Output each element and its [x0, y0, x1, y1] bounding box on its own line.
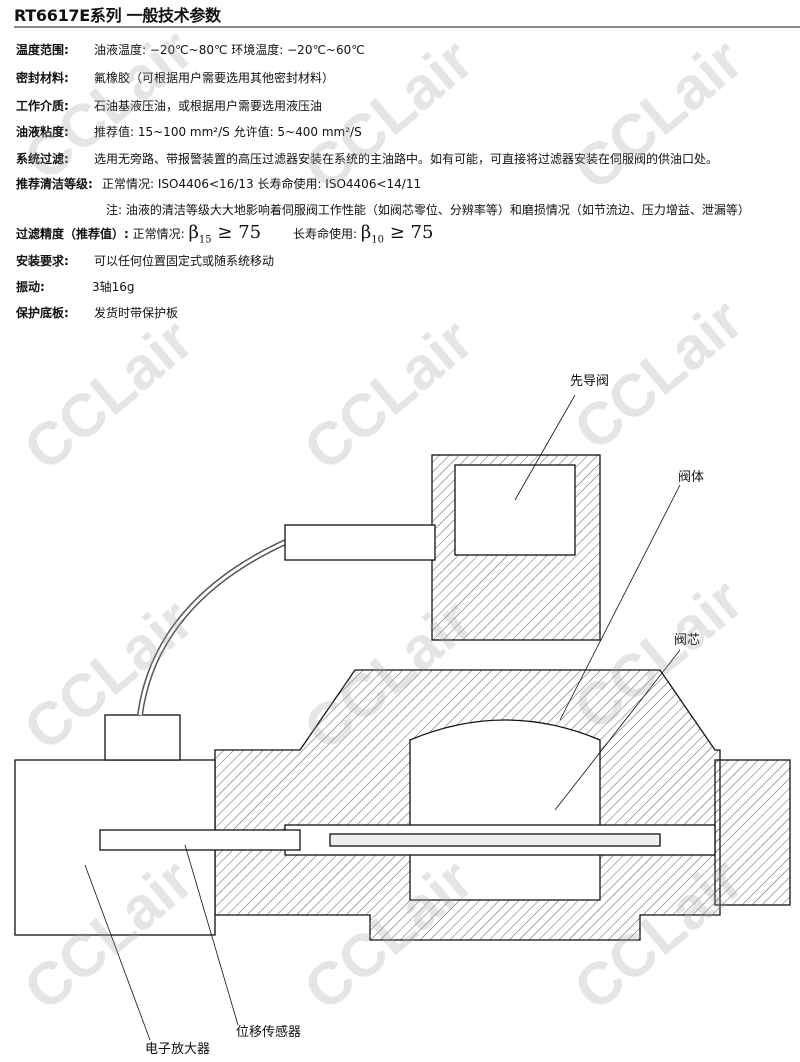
spec-row-protection: 保护底板: 发货时带保护板 [16, 304, 178, 321]
beta-value: ≥ 75 [217, 222, 262, 243]
normal-label: 正常情况: [132, 227, 185, 241]
cable [137, 537, 292, 716]
title-divider [14, 26, 800, 28]
spec-value: 推荐值: 15~100 mm²/S 允许值: 5~400 mm²/S [94, 125, 362, 139]
long-life-label: 长寿命使用: [292, 227, 357, 241]
callout-valve-body: 阀体 [678, 470, 705, 485]
spec-value: 发货时带保护板 [94, 306, 179, 320]
spec-label: 工作介质: [16, 99, 69, 113]
spec-row-seal: 密封材料: 氟橡胶（可根据用户需要选用其他密封材料） [16, 69, 334, 86]
callout-pilot-valve: 先导阀 [570, 374, 610, 389]
long-life-beta: β10 ≥ 75 [360, 222, 434, 246]
spool [329, 833, 661, 847]
spec-value: 选用无旁路、带报警装置的高压过滤器安装在系统的主油路中。如有可能，可直接将过滤器… [94, 152, 719, 166]
spec-label: 密封材料: [16, 71, 69, 85]
spec-value: 可以任何位置固定式或随系统移动 [94, 254, 275, 268]
end-cap [714, 759, 791, 906]
leader-spool [554, 649, 681, 811]
spec-row-installation: 安装要求: 可以任何位置固定式或随系统移动 [16, 252, 274, 269]
spec-value: 石油基液压油，或根据用户需要选用液压油 [94, 99, 323, 113]
beta-symbol: β [360, 222, 372, 243]
electrical-connector [104, 714, 181, 761]
cable-gland [284, 524, 436, 561]
leader-sensor [184, 844, 239, 1026]
page-title: RT6617E系列 一般技术参数 [14, 6, 221, 25]
valve-cross-section-drawing [14, 394, 791, 1041]
spec-label: 保护底板: [16, 306, 69, 320]
callout-spool: 阀芯 [674, 633, 701, 648]
beta-value: ≥ 75 [389, 222, 434, 243]
spec-value: 氟橡胶（可根据用户需要选用其他密封材料） [94, 71, 335, 85]
torque-motor [454, 464, 576, 556]
normal-beta: β15 ≥ 75 [188, 222, 262, 246]
note-text: 注: 油液的清洁等级大大地影响着伺服阀工作性能（如阀芯零位、分辨率等）和磨损情况… [106, 203, 750, 217]
spec-row-viscosity: 油液粘度: 推荐值: 15~100 mm²/S 允许值: 5~400 mm²/S [16, 123, 362, 140]
leader-pilot [514, 394, 576, 501]
leader-amplifier [84, 864, 151, 1041]
spec-row-filtration: 系统过滤: 选用无旁路、带报警装置的高压过滤器安装在系统的主油路中。如有可能，可直… [16, 150, 718, 167]
beta-sub: 15 [198, 234, 212, 246]
spec-note: 注: 油液的清洁等级大大地影响着伺服阀工作性能（如阀芯零位、分辨率等）和磨损情况… [106, 201, 750, 218]
spool-cavity [409, 719, 601, 901]
spec-row-temperature: 温度范围: 油液温度: −20℃~80℃ 环境温度: −20℃~60℃ [16, 41, 365, 58]
callout-amplifier: 电子放大器 [145, 1042, 211, 1057]
callout-sensor: 位移传感器 [236, 1025, 302, 1040]
spec-label: 推荐清洁等级: [16, 177, 93, 191]
spec-label: 系统过滤: [16, 152, 69, 166]
spec-row-filter-precision: 过滤精度（推荐值）: 正常情况: β15 ≥ 75 长寿命使用: β10 ≥ 7… [16, 222, 433, 246]
beta-symbol: β [188, 222, 199, 243]
spec-label: 安装要求: [16, 254, 69, 268]
watermark: CCLair [561, 25, 756, 204]
spec-value: 3轴16g [92, 280, 135, 294]
spec-row-medium: 工作介质: 石油基液压油，或根据用户需要选用液压油 [16, 97, 322, 114]
spec-label: 振动: [16, 280, 45, 294]
spec-label: 过滤精度（推荐值）: [16, 227, 129, 241]
spec-value: 油液温度: −20℃~80℃ 环境温度: −20℃~60℃ [94, 43, 365, 57]
spec-row-vibration: 振动: 3轴16g [16, 278, 135, 295]
beta-sub: 10 [371, 234, 384, 246]
spec-row-cleanliness: 推荐清洁等级: 正常情况: ISO4406<16/13 长寿命使用: ISO440… [16, 175, 421, 192]
displacement-sensor [99, 829, 301, 851]
spec-label: 油液粘度: [16, 125, 69, 139]
spec-label: 温度范围: [16, 43, 69, 57]
leader-body [559, 484, 681, 721]
spec-value: 正常情况: ISO4406<16/13 长寿命使用: ISO4406<14/11 [102, 177, 422, 191]
